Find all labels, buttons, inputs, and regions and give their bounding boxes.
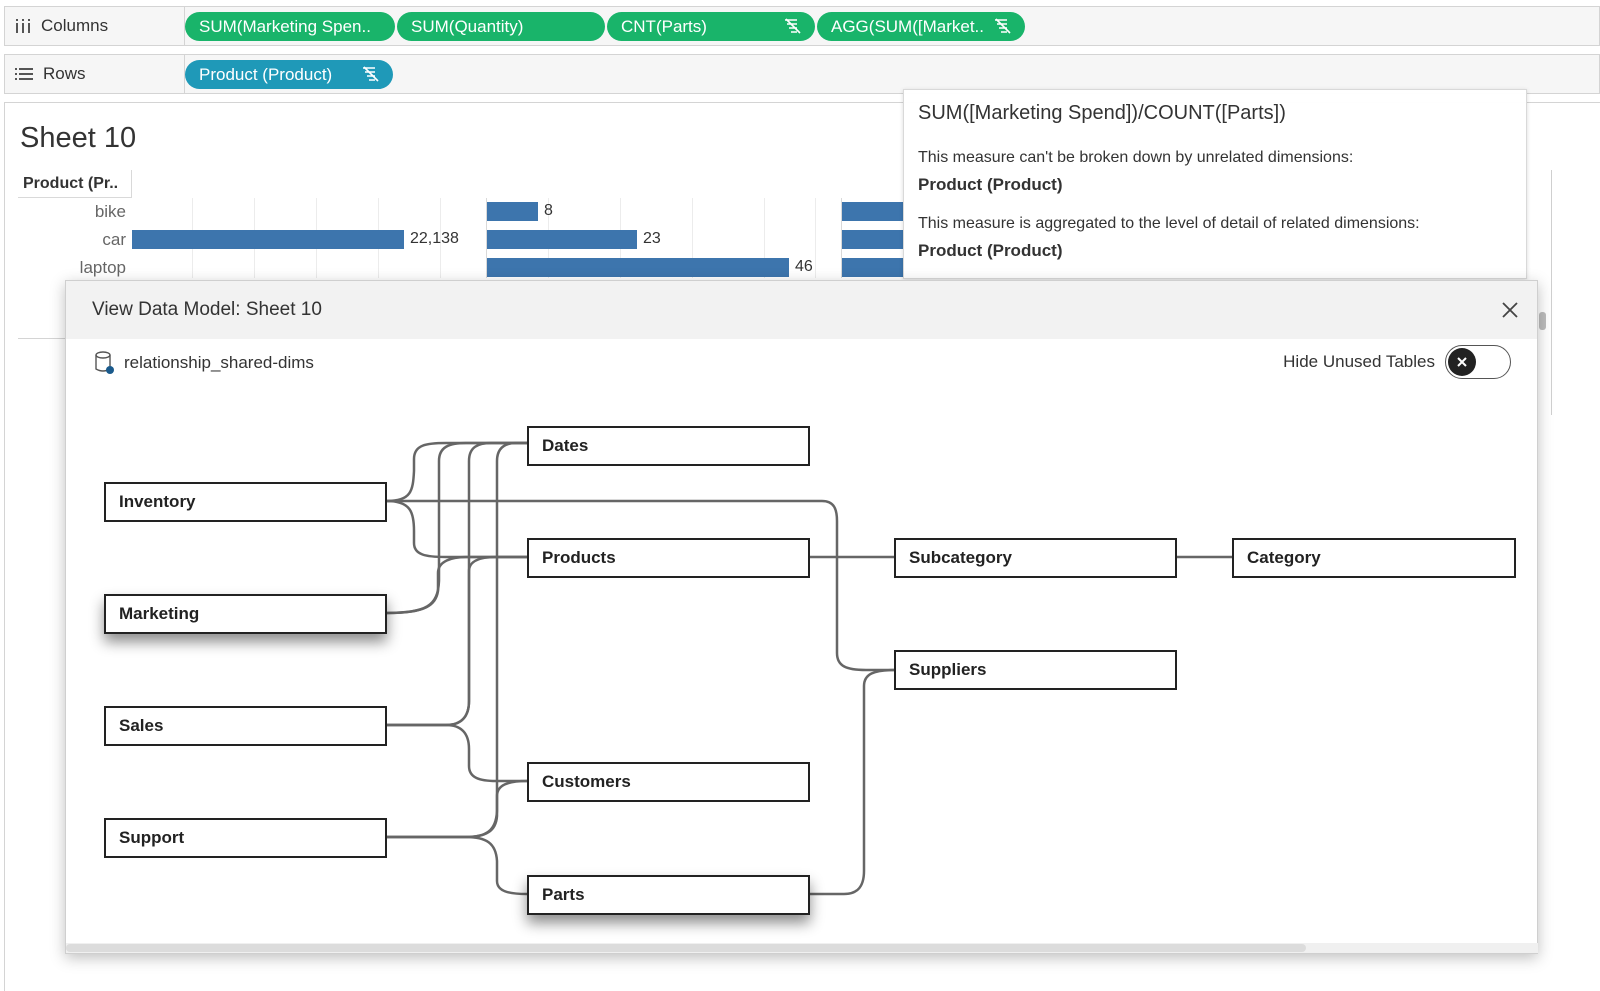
pill-cnt-parts[interactable]: CNT(Parts) xyxy=(607,12,815,41)
x-icon xyxy=(1457,357,1467,367)
table-subcategory[interactable]: Subcategory xyxy=(894,538,1177,578)
table-sales[interactable]: Sales xyxy=(104,706,387,746)
table-support[interactable]: Support xyxy=(104,818,387,858)
link-marketing-dates xyxy=(386,441,527,615)
columns-shelf-label: Columns xyxy=(5,7,185,45)
bar-quantity-car[interactable] xyxy=(487,230,637,249)
link-inventory-suppliers xyxy=(387,499,894,672)
bar-label-marketing-car: 22,138 xyxy=(410,230,459,247)
bar-cnt-parts-bike[interactable] xyxy=(842,202,904,221)
database-icon xyxy=(95,351,114,374)
table-customers[interactable]: Customers xyxy=(527,762,810,802)
gridline xyxy=(692,198,693,278)
bar-cnt-parts-car[interactable] xyxy=(842,230,904,249)
sort-icon xyxy=(785,18,801,34)
bar-label-quantity-bike: 8 xyxy=(544,202,553,219)
close-icon xyxy=(1502,302,1518,318)
row-label-car[interactable]: car xyxy=(102,230,126,249)
gridline xyxy=(841,198,842,278)
datasource-name: relationship_shared-dims xyxy=(124,353,314,372)
toggle-knob xyxy=(1448,348,1476,376)
gridline xyxy=(486,198,487,278)
link-inventory-dates xyxy=(386,441,527,503)
rows-icon xyxy=(15,68,33,80)
table-dates[interactable]: Dates xyxy=(527,426,810,466)
bar-marketing-car[interactable] xyxy=(132,230,404,249)
dialog-title: View Data Model: Sheet 10 xyxy=(92,299,322,320)
gridline xyxy=(764,198,765,278)
sheet-title: Sheet 10 xyxy=(20,122,137,154)
horizontal-scrollbar-thumb[interactable] xyxy=(66,944,1306,952)
tooltip-line-2: This measure is aggregated to the level … xyxy=(918,215,1420,232)
columns-shelf: Columns SUM(Marketing Spen.. SUM(Quantit… xyxy=(4,6,1600,46)
table-products[interactable]: Products xyxy=(527,538,810,578)
column-header-product[interactable]: Product (Pr.. xyxy=(18,170,132,198)
row-label-bike[interactable]: bike xyxy=(94,202,126,221)
link-sales-customers xyxy=(387,723,527,783)
columns-icon xyxy=(16,19,30,33)
bar-quantity-bike[interactable] xyxy=(487,202,538,221)
hide-unused-toggle[interactable] xyxy=(1445,345,1511,379)
pill-marketing-spend[interactable]: SUM(Marketing Spen.. xyxy=(185,12,395,41)
vertical-scrollbar[interactable] xyxy=(1539,312,1546,330)
row-label-laptop[interactable]: laptop xyxy=(79,258,126,277)
divider xyxy=(1551,170,1552,415)
datasource: relationship_shared-dims xyxy=(94,351,314,375)
link-sales-products xyxy=(387,555,527,727)
rows-shelf: Rows Product (Product) xyxy=(4,54,1600,94)
sheet-area xyxy=(4,102,1600,991)
tooltip-dimension-1: Product (Product) xyxy=(918,175,1063,194)
tooltip-line-1: This measure can't be broken down by unr… xyxy=(918,149,1354,166)
tooltip-formula: SUM([Marketing Spend])/COUNT([Parts]) xyxy=(918,102,1286,124)
bar-label-quantity-car: 23 xyxy=(643,230,661,247)
horizontal-scrollbar[interactable] xyxy=(66,943,1538,953)
view-data-model-dialog: View Data Model: Sheet 10 relationship_s… xyxy=(65,280,1538,954)
hide-unused-label: Hide Unused Tables xyxy=(1283,352,1435,371)
gridline xyxy=(815,198,816,278)
tooltip-dimension-2: Product (Product) xyxy=(918,241,1063,260)
gridline xyxy=(440,198,441,278)
table-marketing[interactable]: Marketing xyxy=(104,594,387,634)
bar-label-quantity-laptop: 46 xyxy=(795,258,813,275)
dialog-header: View Data Model: Sheet 10 xyxy=(66,281,1537,339)
link-sales-dates xyxy=(387,441,527,727)
link-inventory-products xyxy=(386,499,527,559)
link-support-parts xyxy=(387,835,528,896)
rows-label: Rows xyxy=(43,64,86,83)
divider xyxy=(18,338,66,339)
table-parts[interactable]: Parts xyxy=(527,875,810,915)
table-suppliers[interactable]: Suppliers xyxy=(894,650,1177,690)
rows-shelf-label: Rows xyxy=(5,55,185,93)
link-marketing-products xyxy=(386,555,527,615)
sort-icon xyxy=(995,18,1011,34)
close-button[interactable] xyxy=(1501,301,1519,324)
hide-unused-tables: Hide Unused Tables xyxy=(1283,345,1511,379)
bar-cnt-parts-laptop[interactable] xyxy=(842,258,904,277)
pill-quantity[interactable]: SUM(Quantity) xyxy=(397,12,605,41)
measure-tooltip: SUM([Marketing Spend])/COUNT([Parts]) Th… xyxy=(903,89,1527,279)
sort-icon xyxy=(363,66,379,82)
pill-product[interactable]: Product (Product) xyxy=(185,60,393,89)
columns-label: Columns xyxy=(41,16,109,35)
table-category[interactable]: Category xyxy=(1232,538,1516,578)
bar-quantity-laptop[interactable] xyxy=(487,258,789,277)
table-inventory[interactable]: Inventory xyxy=(104,482,387,522)
pill-agg-marketing[interactable]: AGG(SUM([Market.. xyxy=(817,12,1025,41)
link-support-customers xyxy=(387,779,528,839)
link-parts-suppliers xyxy=(810,668,895,896)
relationship-diagram xyxy=(386,441,1232,896)
